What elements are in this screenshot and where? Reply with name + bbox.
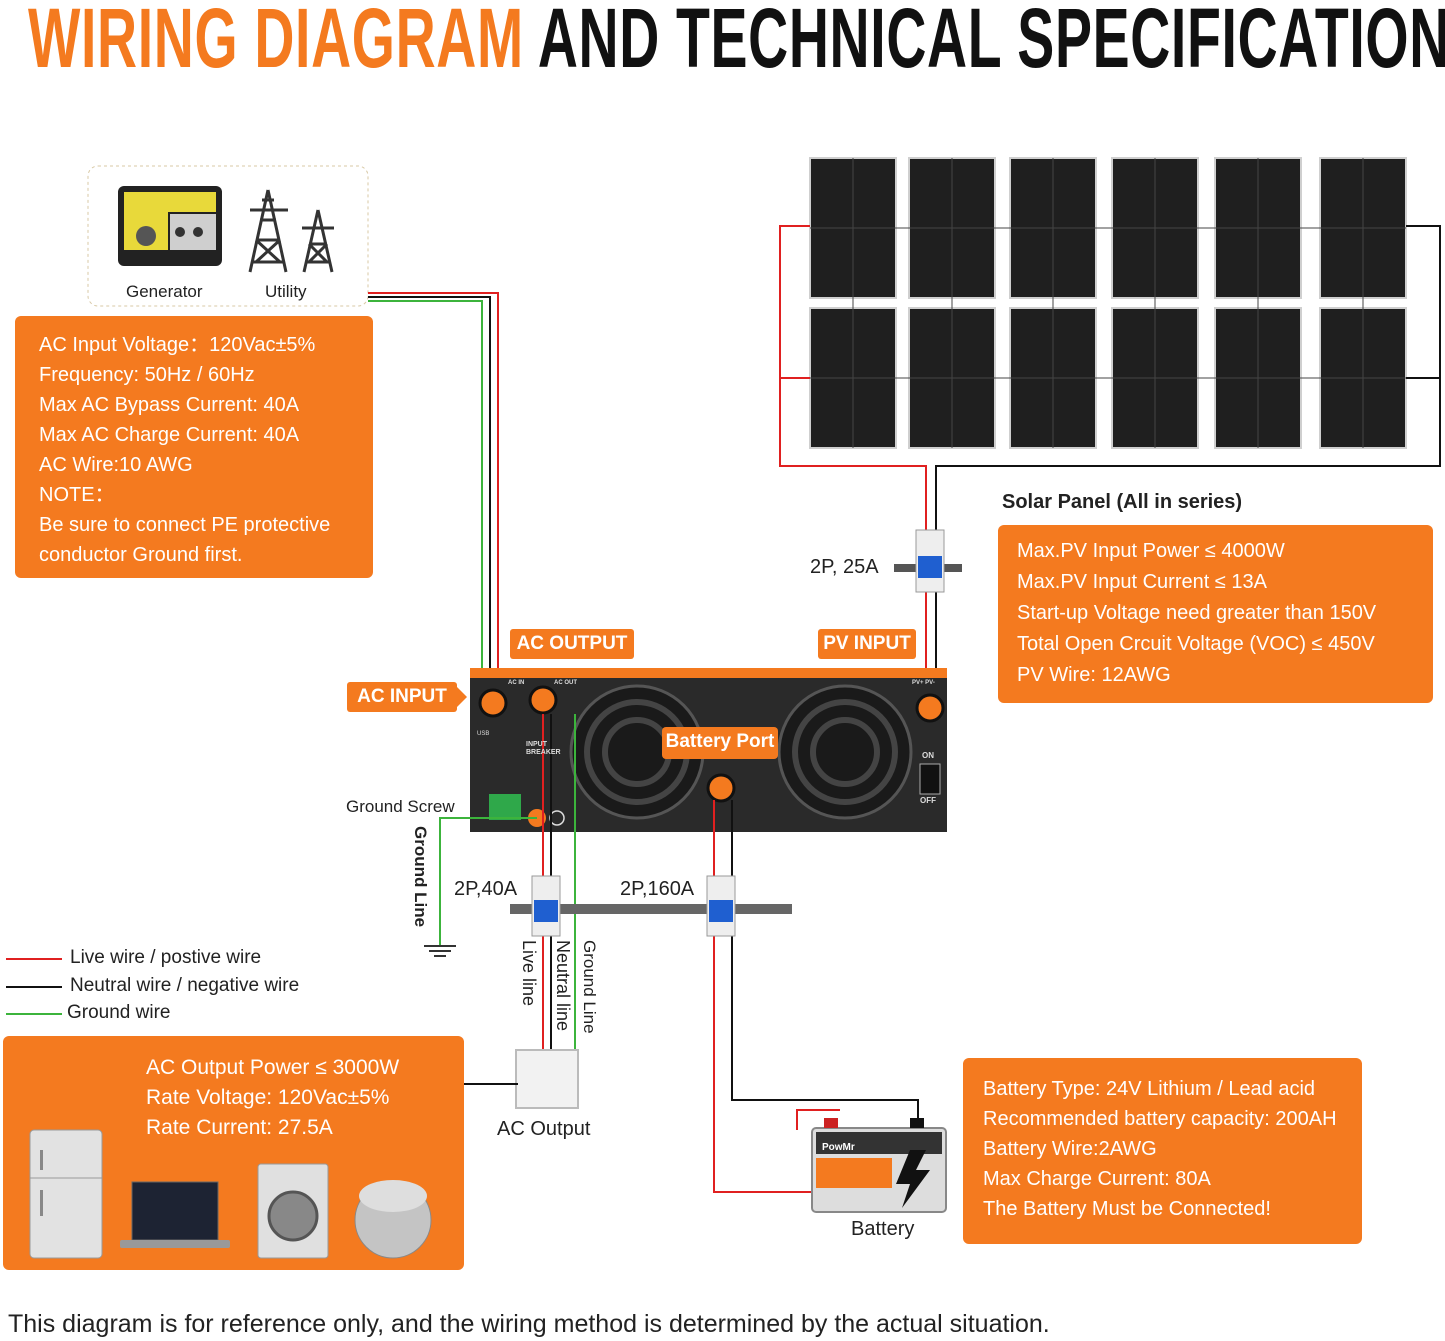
switch-off-label: OFF — [920, 796, 936, 805]
rice-cooker-icon — [354, 1180, 432, 1259]
tag-battery-port: Battery Port — [662, 727, 778, 759]
ground-line-label: Ground Line — [411, 826, 430, 928]
legend-neutral: Neutral wire / negative wire — [70, 975, 300, 996]
laptop-icon — [120, 1181, 230, 1248]
battery-brand: PowMr — [822, 1142, 855, 1153]
neutral-line-label: Neutral line — [553, 940, 573, 1032]
live-line-label: Live line — [519, 940, 539, 1007]
tag-arrow — [457, 687, 467, 707]
battery-spec-box: Battery Type: 24V Lithium / Lead acid Re… — [963, 1058, 1362, 1244]
appliance-icons — [29, 1129, 432, 1259]
pv-breaker-label: 2P, 25A — [810, 556, 879, 578]
spec-line: Max AC Bypass Current: 40A — [39, 394, 300, 416]
spec-line: Frequency: 50Hz / 60Hz — [39, 364, 255, 386]
din-rail — [510, 904, 792, 914]
spec-line: Recommended battery capacity: 200AH — [983, 1108, 1337, 1130]
spec-line: Max.PV Input Power ≤ 4000W — [1017, 540, 1285, 562]
tag-ac-input: AC INPUT — [347, 682, 457, 712]
battery-breaker — [706, 875, 736, 937]
legend-live: Live wire / postive wire — [70, 947, 262, 968]
utility-label: Utility — [265, 282, 307, 301]
solar-panel-array — [809, 157, 1407, 449]
washing-machine-icon — [257, 1163, 329, 1259]
spec-line: Be sure to connect PE protective — [39, 514, 331, 536]
port-pv-label: PV+ PV- — [912, 680, 935, 686]
ground-line-out-label: Ground Line — [580, 940, 599, 1034]
footer-note: This diagram is for reference only, and … — [8, 1310, 1050, 1338]
usb-label: USB — [477, 731, 490, 737]
spec-line: Max Charge Current: 80A — [983, 1168, 1211, 1190]
port-ac-out-label: AC OUT — [554, 680, 577, 686]
generator-icon — [118, 186, 222, 266]
legend-ground: Ground wire — [67, 1002, 171, 1023]
spec-line: PV Wire: 12AWG — [1017, 664, 1171, 686]
spec-line: Total Open Crcuit Voltage (VOC) ≤ 450V — [1017, 633, 1375, 655]
ac-breaker-label: 2P,40A — [454, 878, 518, 900]
spec-line: Max.PV Input Current ≤ 13A — [1017, 571, 1267, 593]
port-ac-in-label: AC IN — [508, 680, 525, 686]
battery-breaker-label: 2P,160A — [620, 878, 695, 900]
battery-label: Battery — [851, 1218, 915, 1240]
spec-line: Start-up Voltage need greater than 150V — [1017, 602, 1377, 624]
spec-line: The Battery Must be Connected! — [983, 1198, 1271, 1220]
spec-line: Rate Voltage: 120Vac±5% — [146, 1086, 390, 1109]
utility-tower-icon — [248, 189, 334, 273]
tag-pv-input: PV INPUT — [818, 629, 916, 659]
spec-line: AC Output Power ≤ 3000W — [146, 1056, 400, 1079]
legend-lines — [6, 958, 62, 1015]
solar-panel-label: Solar Panel (All in series) — [1002, 491, 1243, 513]
spec-line: Battery Type: 24V Lithium / Lead acid — [983, 1078, 1316, 1100]
spec-line: conductor Ground first. — [39, 544, 243, 566]
pv-spec-box: Max.PV Input Power ≤ 4000W Max.PV Input … — [998, 525, 1433, 703]
spec-line: Rate Current: 27.5A — [146, 1116, 333, 1139]
battery-icon — [811, 1118, 947, 1213]
input-breaker-label: INPUT BREAKER — [526, 741, 561, 756]
spec-line: NOTE： — [39, 484, 115, 506]
fridge-icon — [29, 1129, 103, 1259]
page-title: WIRING DIAGRAM AND TECHNICAL SPECIFICATI… — [28, 0, 1445, 80]
title-part-1: WIRING DIAGRAM — [28, 0, 524, 85]
ac-input-spec-box: AC Input Voltage：120Vac±5% Frequency: 50… — [15, 316, 373, 578]
spec-line: AC Wire:10 AWG — [39, 454, 193, 476]
title-part-2: AND TECHNICAL SPECIFICATIONS — [537, 0, 1445, 85]
ac-output-label: AC Output — [497, 1118, 591, 1140]
spec-line: Max AC Charge Current: 40A — [39, 424, 300, 446]
ground-screw-label: Ground Screw — [346, 797, 455, 816]
tag-ac-output: AC OUTPUT — [510, 629, 634, 659]
spec-line: AC Input Voltage：120Vac±5% — [39, 334, 316, 356]
generator-label: Generator — [126, 282, 203, 301]
pv-breaker — [894, 529, 962, 593]
switch-on-label: ON — [922, 751, 934, 760]
spec-line: Battery Wire:2AWG — [983, 1138, 1157, 1160]
ac-breaker — [531, 875, 561, 937]
